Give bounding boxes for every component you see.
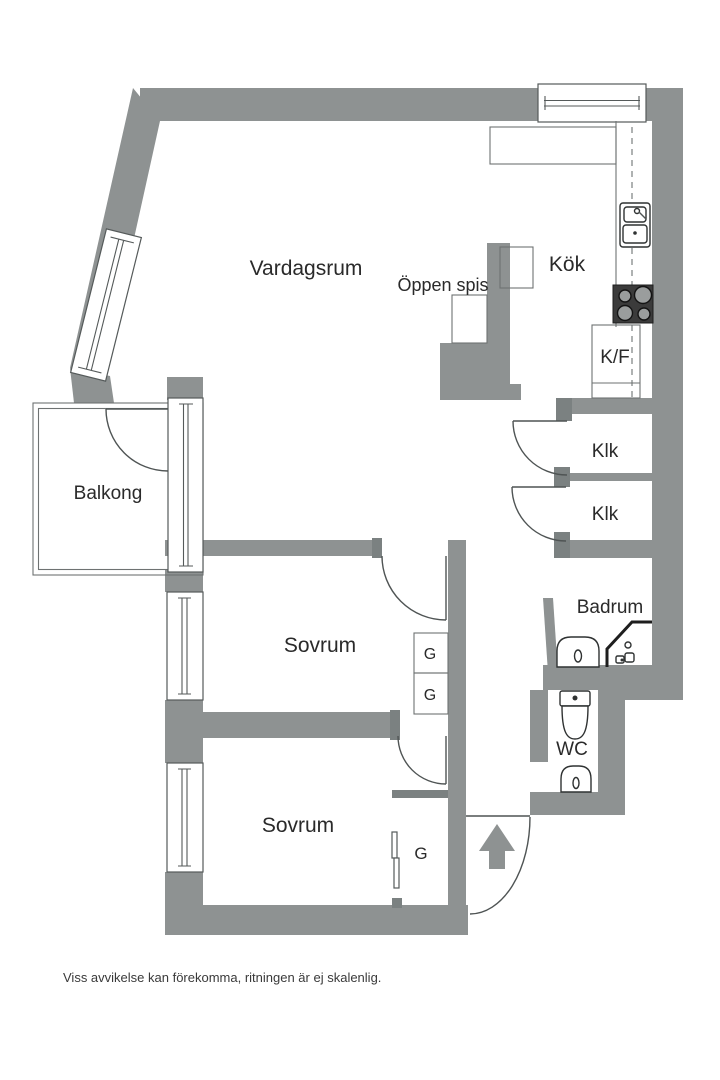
label-wardrobe3: G bbox=[414, 844, 427, 863]
wall-klk1-top bbox=[556, 398, 652, 414]
door-bedroom1 bbox=[381, 555, 447, 621]
wall-wc-left bbox=[530, 690, 548, 762]
stove-icon bbox=[612, 284, 654, 324]
window-balcony-door bbox=[167, 397, 204, 573]
door-entry bbox=[466, 815, 531, 915]
label-bedroom1: Sovrum bbox=[284, 634, 356, 657]
wall-closet-b2-top bbox=[392, 790, 448, 798]
label-wc: WC bbox=[556, 739, 588, 760]
label-fridge-freezer: K/F bbox=[600, 347, 630, 368]
window-diagonal bbox=[69, 228, 143, 382]
entry-arrow-icon bbox=[479, 824, 515, 869]
shower-icon bbox=[605, 620, 652, 667]
fireplace-base-step bbox=[508, 384, 521, 400]
label-kitchen: Kök bbox=[549, 253, 586, 276]
fireplace-chimney-column bbox=[487, 243, 510, 343]
jamb-klk2-bottom bbox=[554, 532, 570, 558]
label-bedroom2: Sovrum bbox=[262, 814, 334, 837]
label-closet-1: Klk bbox=[592, 441, 619, 462]
jamb-closet-b2-bottom bbox=[392, 898, 402, 908]
wardrobes bbox=[391, 632, 449, 889]
jamb-bedroom1-door bbox=[372, 538, 382, 558]
label-bathroom: Badrum bbox=[577, 597, 644, 618]
label-living-room: Vardagsrum bbox=[250, 257, 363, 280]
wall-hall-vertical bbox=[448, 540, 466, 910]
wall-bottom bbox=[165, 905, 468, 935]
wall-bedroom-divider bbox=[165, 712, 390, 738]
room-labels: Vardagsrum Öppen spis Kök K/F Klk Klk Ba… bbox=[63, 253, 643, 985]
wall-balcony-right-block bbox=[167, 377, 203, 400]
closet-sliding-panel-2 bbox=[393, 857, 400, 889]
label-wardrobe1: G bbox=[424, 646, 436, 663]
closet-sliding-panel-1 bbox=[391, 831, 398, 859]
wall-wc-right-block bbox=[598, 665, 683, 815]
jamb-klk1-top bbox=[556, 398, 572, 421]
toilet-icon bbox=[559, 690, 591, 740]
door-klk2 bbox=[511, 486, 567, 542]
window-bedroom1 bbox=[166, 591, 204, 701]
wc-basin-icon bbox=[560, 765, 592, 793]
walls bbox=[70, 88, 683, 935]
windows bbox=[69, 83, 647, 873]
door-klk1 bbox=[512, 420, 568, 476]
jamb-bedroom2-door bbox=[390, 710, 400, 740]
label-wardrobe2: G bbox=[424, 687, 436, 704]
label-closet-2: Klk bbox=[592, 504, 619, 525]
window-bedroom2 bbox=[166, 762, 204, 873]
wall-wc-bottom bbox=[530, 792, 625, 815]
disclaimer-text: Viss avvikelse kan förekomma, ritningen … bbox=[63, 970, 381, 985]
door-bedroom2 bbox=[397, 735, 447, 785]
wall-right bbox=[652, 88, 683, 700]
wardrobe-box-2 bbox=[413, 672, 449, 715]
jamb-klk-divider bbox=[554, 467, 570, 487]
window-top-kitchen bbox=[537, 83, 647, 123]
kitchen-sink-icon bbox=[619, 202, 651, 248]
counter-top-run bbox=[489, 126, 617, 165]
fireplace-box-right bbox=[499, 246, 534, 289]
bathroom-basin-icon bbox=[556, 636, 600, 668]
wall-klk-divider bbox=[566, 473, 652, 481]
wall-bedroom1-top bbox=[165, 540, 382, 556]
wall-klk2-bottom bbox=[556, 540, 652, 558]
door-balcony bbox=[105, 408, 169, 472]
label-fireplace: Öppen spis bbox=[397, 275, 488, 295]
fireplace-boxes bbox=[451, 246, 534, 344]
fridge-freezer-box bbox=[591, 324, 641, 399]
fireplace-box-left bbox=[451, 294, 488, 344]
label-balcony: Balkong bbox=[74, 483, 143, 504]
fireplace-base bbox=[440, 343, 510, 400]
wall-left-seg1 bbox=[165, 570, 203, 592]
doors bbox=[105, 408, 568, 915]
